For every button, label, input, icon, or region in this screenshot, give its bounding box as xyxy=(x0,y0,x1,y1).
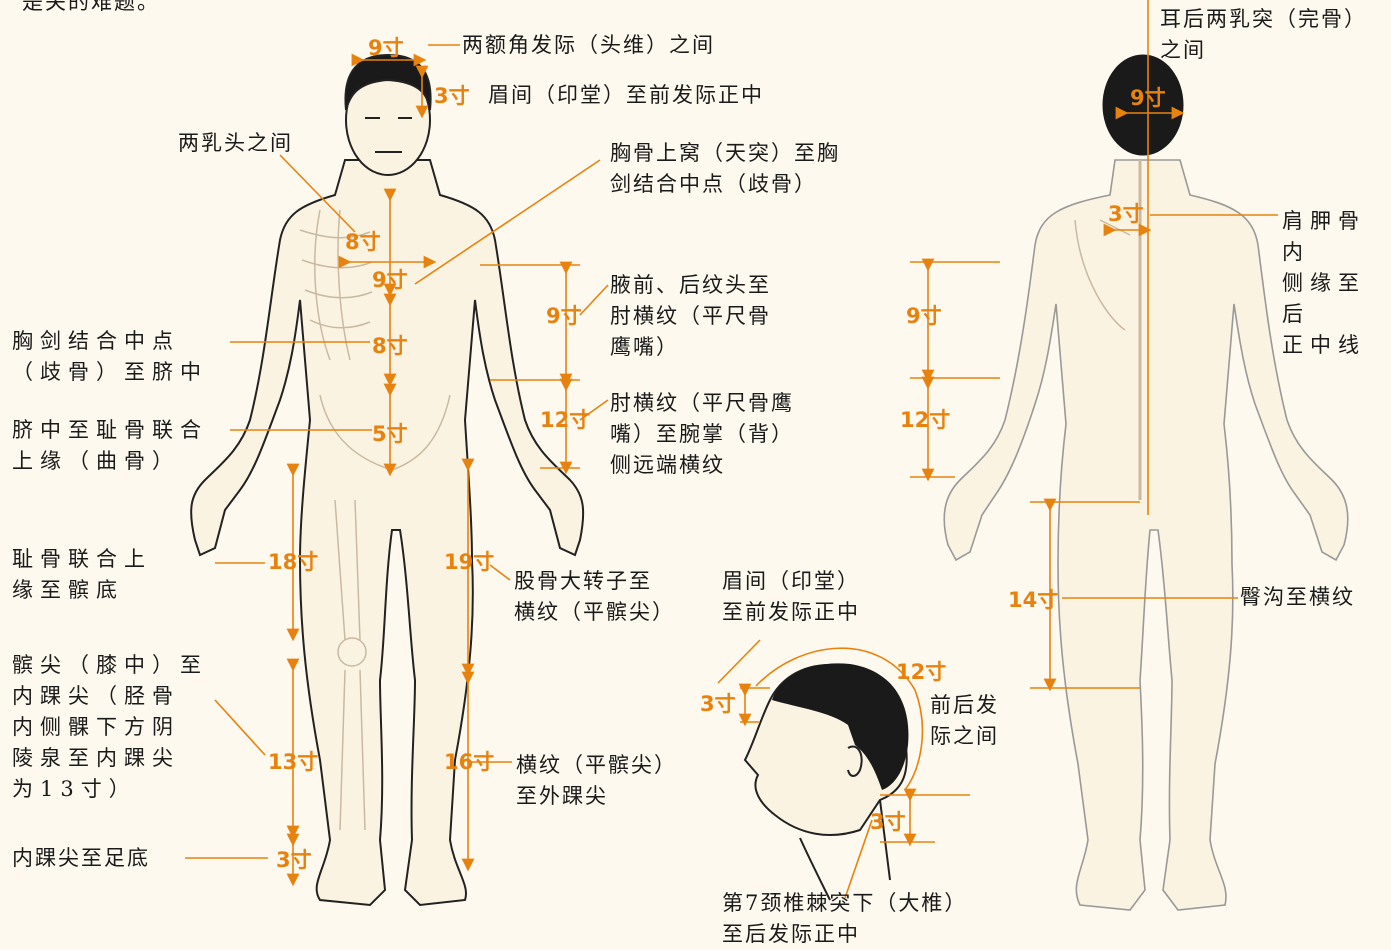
head-ear xyxy=(847,745,863,777)
measure-scapula: 3寸 xyxy=(1108,202,1144,226)
front-measure-lines xyxy=(185,44,609,887)
measure-sternum: 9寸 xyxy=(372,268,408,292)
head-hair xyxy=(772,663,909,790)
measure-navel: 5寸 xyxy=(372,422,408,446)
measure-glabella: 3寸 xyxy=(434,84,470,108)
label-scapula: 肩胛骨内 侧缘至后 正中线 xyxy=(1282,209,1366,357)
measure-lateral-shank: 16寸 xyxy=(444,750,495,774)
label-xiphoid-navel: 胸剑结合中点 （歧骨）至脐中 xyxy=(12,329,208,384)
front-body-outline xyxy=(190,159,585,907)
label-medial-ankle-sole: 内踝尖至足底 xyxy=(12,846,150,870)
measure-gluteal: 14寸 xyxy=(1008,588,1059,612)
measure-trochanter: 19寸 xyxy=(444,550,495,574)
back-head xyxy=(1102,54,1184,156)
measure-upper-arm: 9寸 xyxy=(546,304,582,328)
back-figure xyxy=(943,159,1349,911)
head-profile xyxy=(743,663,909,901)
measure-shank: 13寸 xyxy=(268,750,319,774)
measure-foot: 3寸 xyxy=(276,848,312,872)
measure-nipples: 8寸 xyxy=(345,230,381,254)
measure-back-upper-arm: 9寸 xyxy=(906,304,942,328)
back-measure-lines xyxy=(910,0,1278,692)
head-measure-lines xyxy=(717,639,970,899)
label-head-glabella: 眉间（印堂） 至前发际正中 xyxy=(722,569,860,624)
label-patella-ankle: 髌尖（膝中）至 内踝尖（胫骨 内侧髁下方阴 陵泉至内踝尖 为13寸） xyxy=(12,653,208,801)
label-forehead-corners: 两额角发际（头维）之间 xyxy=(462,33,715,57)
label-hairlines: 前后发 际之间 xyxy=(930,693,999,748)
label-elbow-wrist: 肘横纹（平尺骨鹰 嘴）至腕掌（背） 侧远端横纹 xyxy=(610,391,794,477)
measure-head-top: 12寸 xyxy=(896,660,947,684)
front-leg-bones xyxy=(334,499,366,831)
label-crease-lateral-ankle: 横纹（平髌尖） 至外踝尖 xyxy=(516,753,677,808)
label-c7: 第7颈椎棘突下（大椎） 至后发际正中 xyxy=(722,891,968,946)
label-trochanter: 股骨大转子至 横纹（平髌尖） xyxy=(514,569,675,624)
cropped-top-text: 是关的难题。 xyxy=(22,0,160,14)
measure-back-forearm: 12寸 xyxy=(900,408,951,432)
measure-xiphoid: 8寸 xyxy=(372,334,408,358)
measure-head-back: 3寸 xyxy=(870,810,906,834)
measure-forearm: 12寸 xyxy=(540,408,591,432)
measure-forehead: 9寸 xyxy=(368,36,404,60)
label-axilla-elbow: 腋前、后纹头至 肘横纹（平尺骨 鹰嘴） xyxy=(610,273,771,359)
measure-thigh: 18寸 xyxy=(268,550,319,574)
front-knee-cap xyxy=(337,637,367,667)
label-pubic-patella: 耻骨联合上 缘至髌底 xyxy=(12,547,152,602)
head-neck xyxy=(799,799,891,901)
label-navel-pubic: 脐中至耻骨联合 上缘（曲骨） xyxy=(12,418,208,473)
measure-head-front: 3寸 xyxy=(700,692,736,716)
label-mastoids: 耳后两乳突（完骨） 之间 xyxy=(1160,7,1367,62)
label-gluteal: 臀沟至横纹 xyxy=(1240,585,1355,609)
back-body-outline xyxy=(943,159,1349,911)
measure-mastoid: 9寸 xyxy=(1130,86,1166,110)
label-glabella-front: 眉间（印堂）至前发际正中 xyxy=(488,83,764,107)
label-nipples: 两乳头之间 xyxy=(178,131,293,155)
label-sternal-notch: 胸骨上窝（天突）至胸 剑结合中点（歧骨） xyxy=(610,141,840,196)
